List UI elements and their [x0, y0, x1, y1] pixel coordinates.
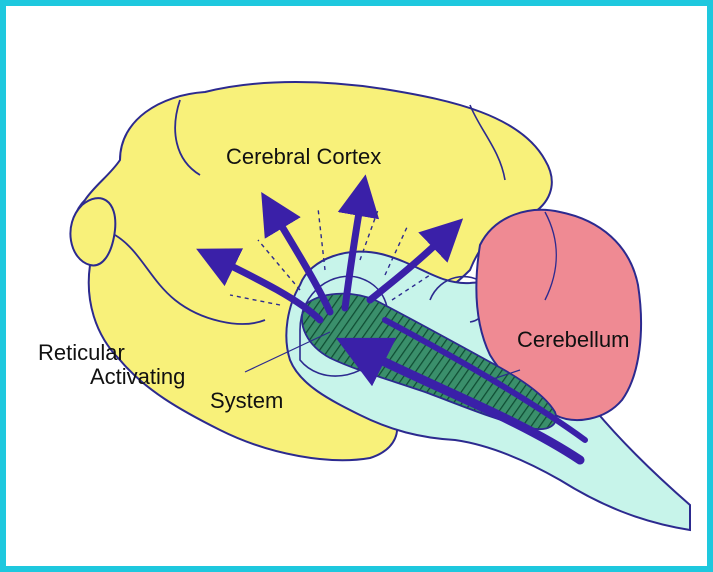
- label-system: System: [210, 388, 283, 413]
- label-cerebral-cortex: Cerebral Cortex: [226, 144, 381, 169]
- label-activating: Activating: [90, 364, 185, 389]
- label-cerebellum: Cerebellum: [517, 327, 630, 352]
- label-reticular: Reticular: [38, 340, 125, 365]
- olfactory-lobe: [70, 198, 115, 265]
